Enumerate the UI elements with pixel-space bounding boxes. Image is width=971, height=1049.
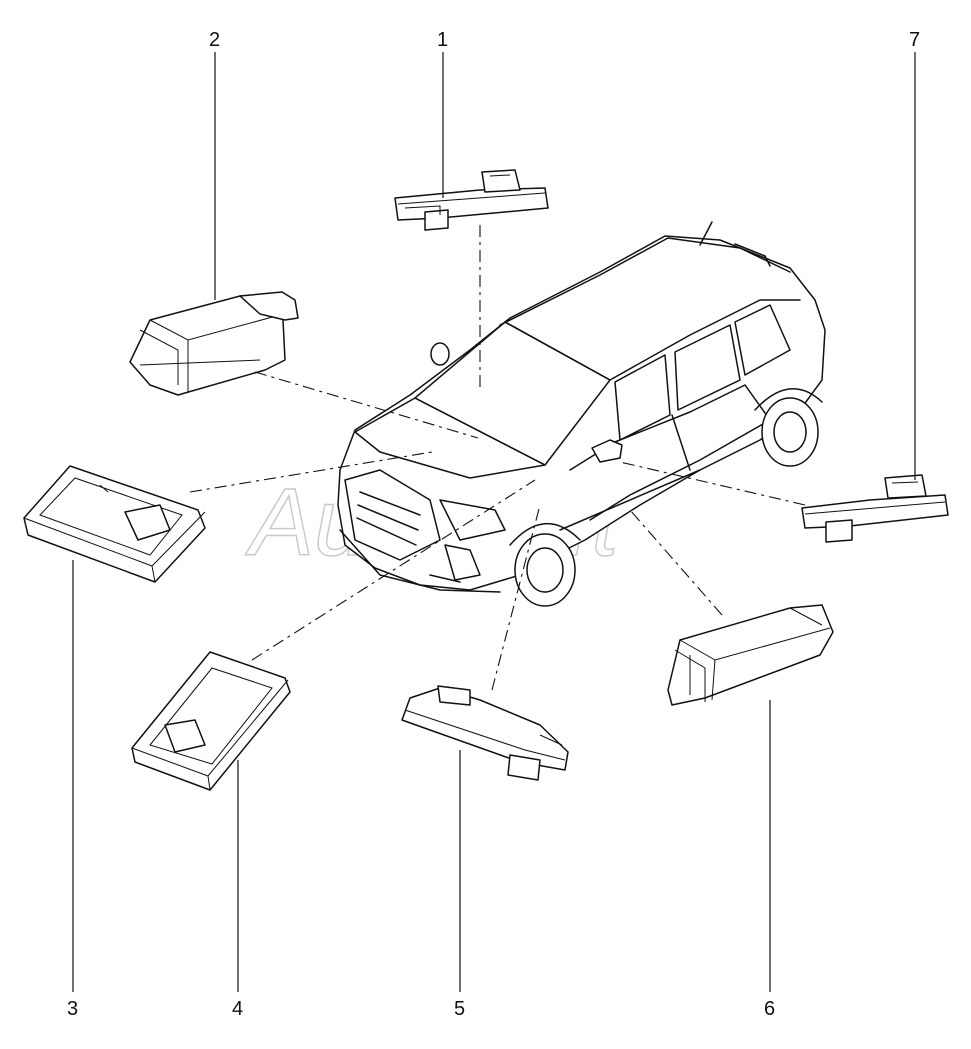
vehicle-illustration [337,221,826,607]
leader-lines [72,52,916,992]
part-1-drawing [394,169,549,231]
callout-2: 2 [209,29,220,51]
callout-5: 5 [454,998,465,1020]
part-5-drawing [401,685,569,781]
part-7-drawing [801,474,949,543]
part-2-drawing [129,291,299,396]
part-4-drawing [131,651,291,791]
callout-1: 1 [437,29,448,51]
callout-6: 6 [764,998,775,1020]
callout-3: 3 [67,998,78,1020]
connection-lines [189,225,806,691]
callout-7: 7 [909,29,920,51]
callout-numbers: 1 2 3 4 5 6 7 [67,29,920,1020]
callout-4: 4 [232,998,243,1020]
part-3-drawing [23,465,206,583]
part-6-drawing [667,604,834,706]
